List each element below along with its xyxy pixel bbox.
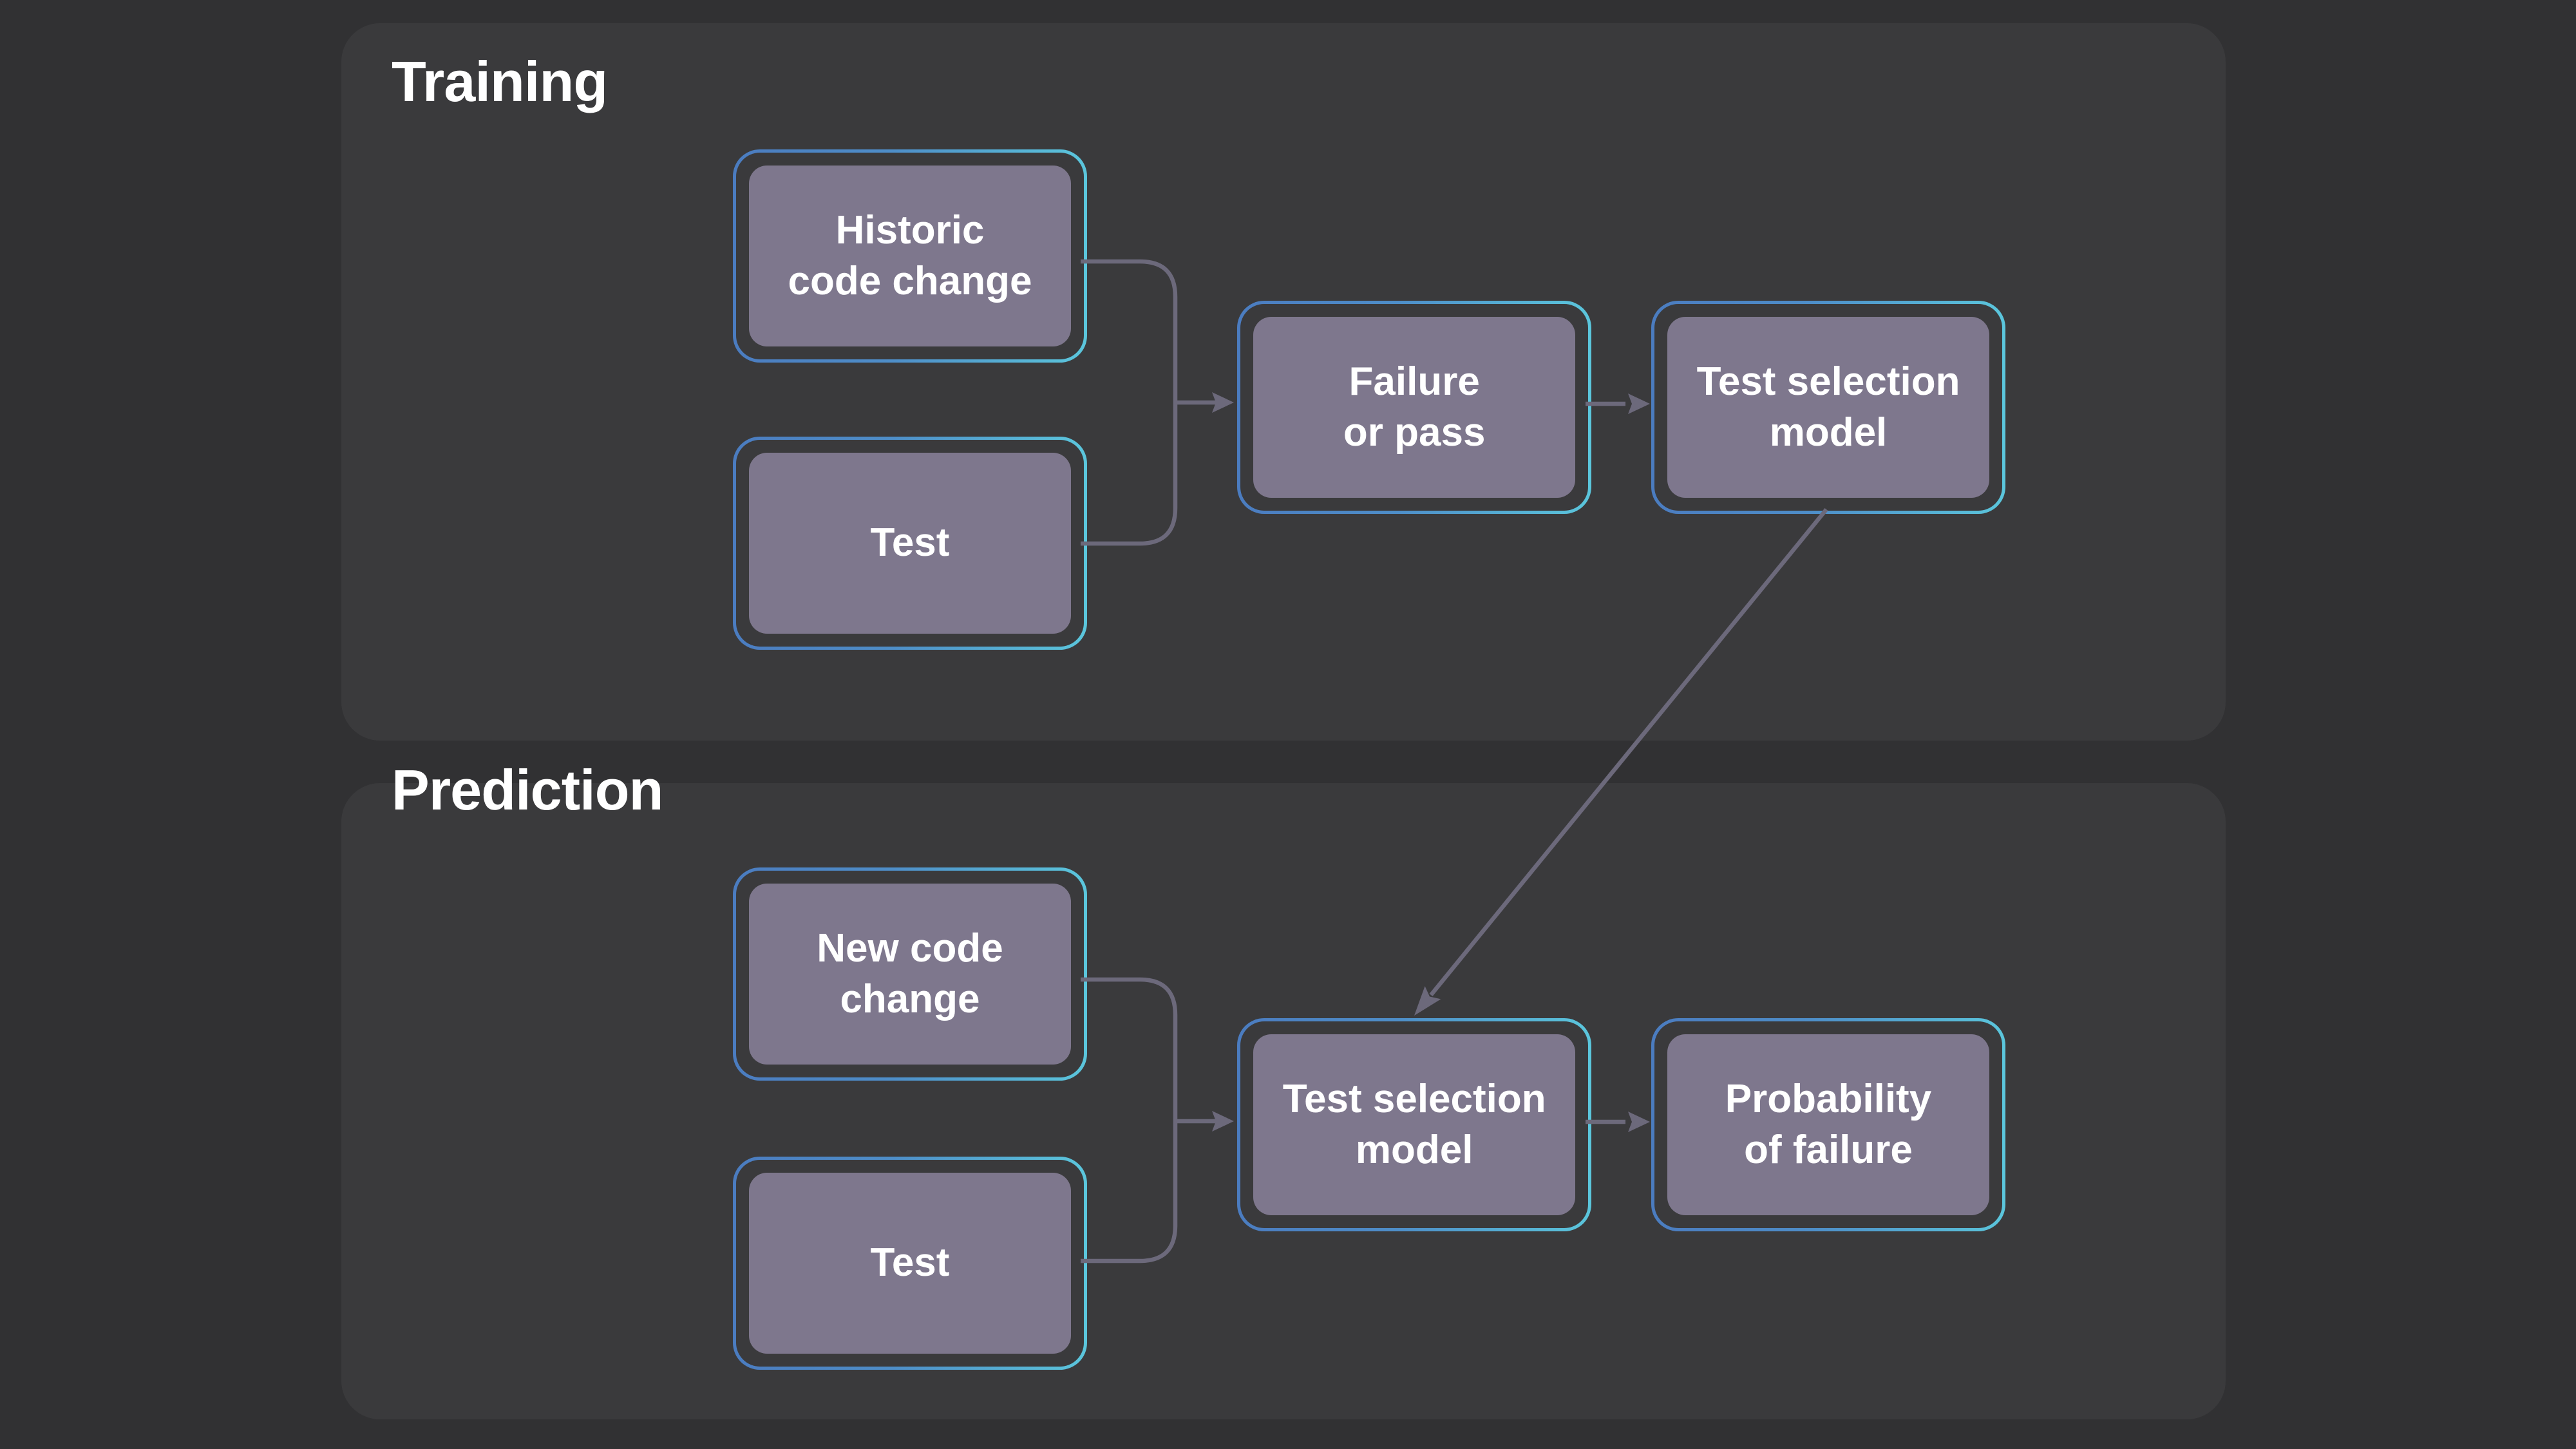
node-label: Historic code change — [788, 207, 1032, 303]
node-label: Probability of failure — [1725, 1077, 1932, 1172]
node-test-selection-model-prediction-body: Test selection model — [1253, 1034, 1576, 1216]
node-label: New code change — [817, 926, 1003, 1021]
node-new-code-change: New code change — [733, 867, 1087, 1081]
node-test-training-body: Test — [749, 453, 1071, 634]
node-probability-of-failure-body: Probability of failure — [1667, 1034, 1989, 1216]
node-test-prediction: Test — [733, 1157, 1087, 1370]
node-label: Test — [870, 1240, 950, 1285]
section-title-training: Training — [392, 50, 608, 114]
node-historic-code-change: Historic code change — [733, 149, 1087, 363]
node-probability-of-failure: Probability of failure — [1651, 1018, 2005, 1231]
node-label: Test selection model — [1282, 1077, 1546, 1172]
node-failure-or-pass: Failure or pass — [1237, 301, 1591, 514]
node-failure-or-pass-body: Failure or pass — [1253, 317, 1576, 498]
node-new-code-change-body: New code change — [749, 884, 1071, 1065]
node-test-prediction-body: Test — [749, 1173, 1071, 1354]
node-test-selection-model-training-body: Test selection model — [1667, 317, 1989, 498]
node-test-selection-model-training: Test selection model — [1651, 301, 2005, 514]
node-label: Failure or pass — [1343, 359, 1486, 455]
node-historic-code-change-body: Historic code change — [749, 166, 1071, 347]
node-test-training: Test — [733, 437, 1087, 650]
node-test-selection-model-prediction: Test selection model — [1237, 1018, 1591, 1231]
node-label: Test — [870, 520, 950, 565]
node-label: Test selection model — [1696, 359, 1960, 455]
section-title-prediction: Prediction — [392, 758, 663, 822]
